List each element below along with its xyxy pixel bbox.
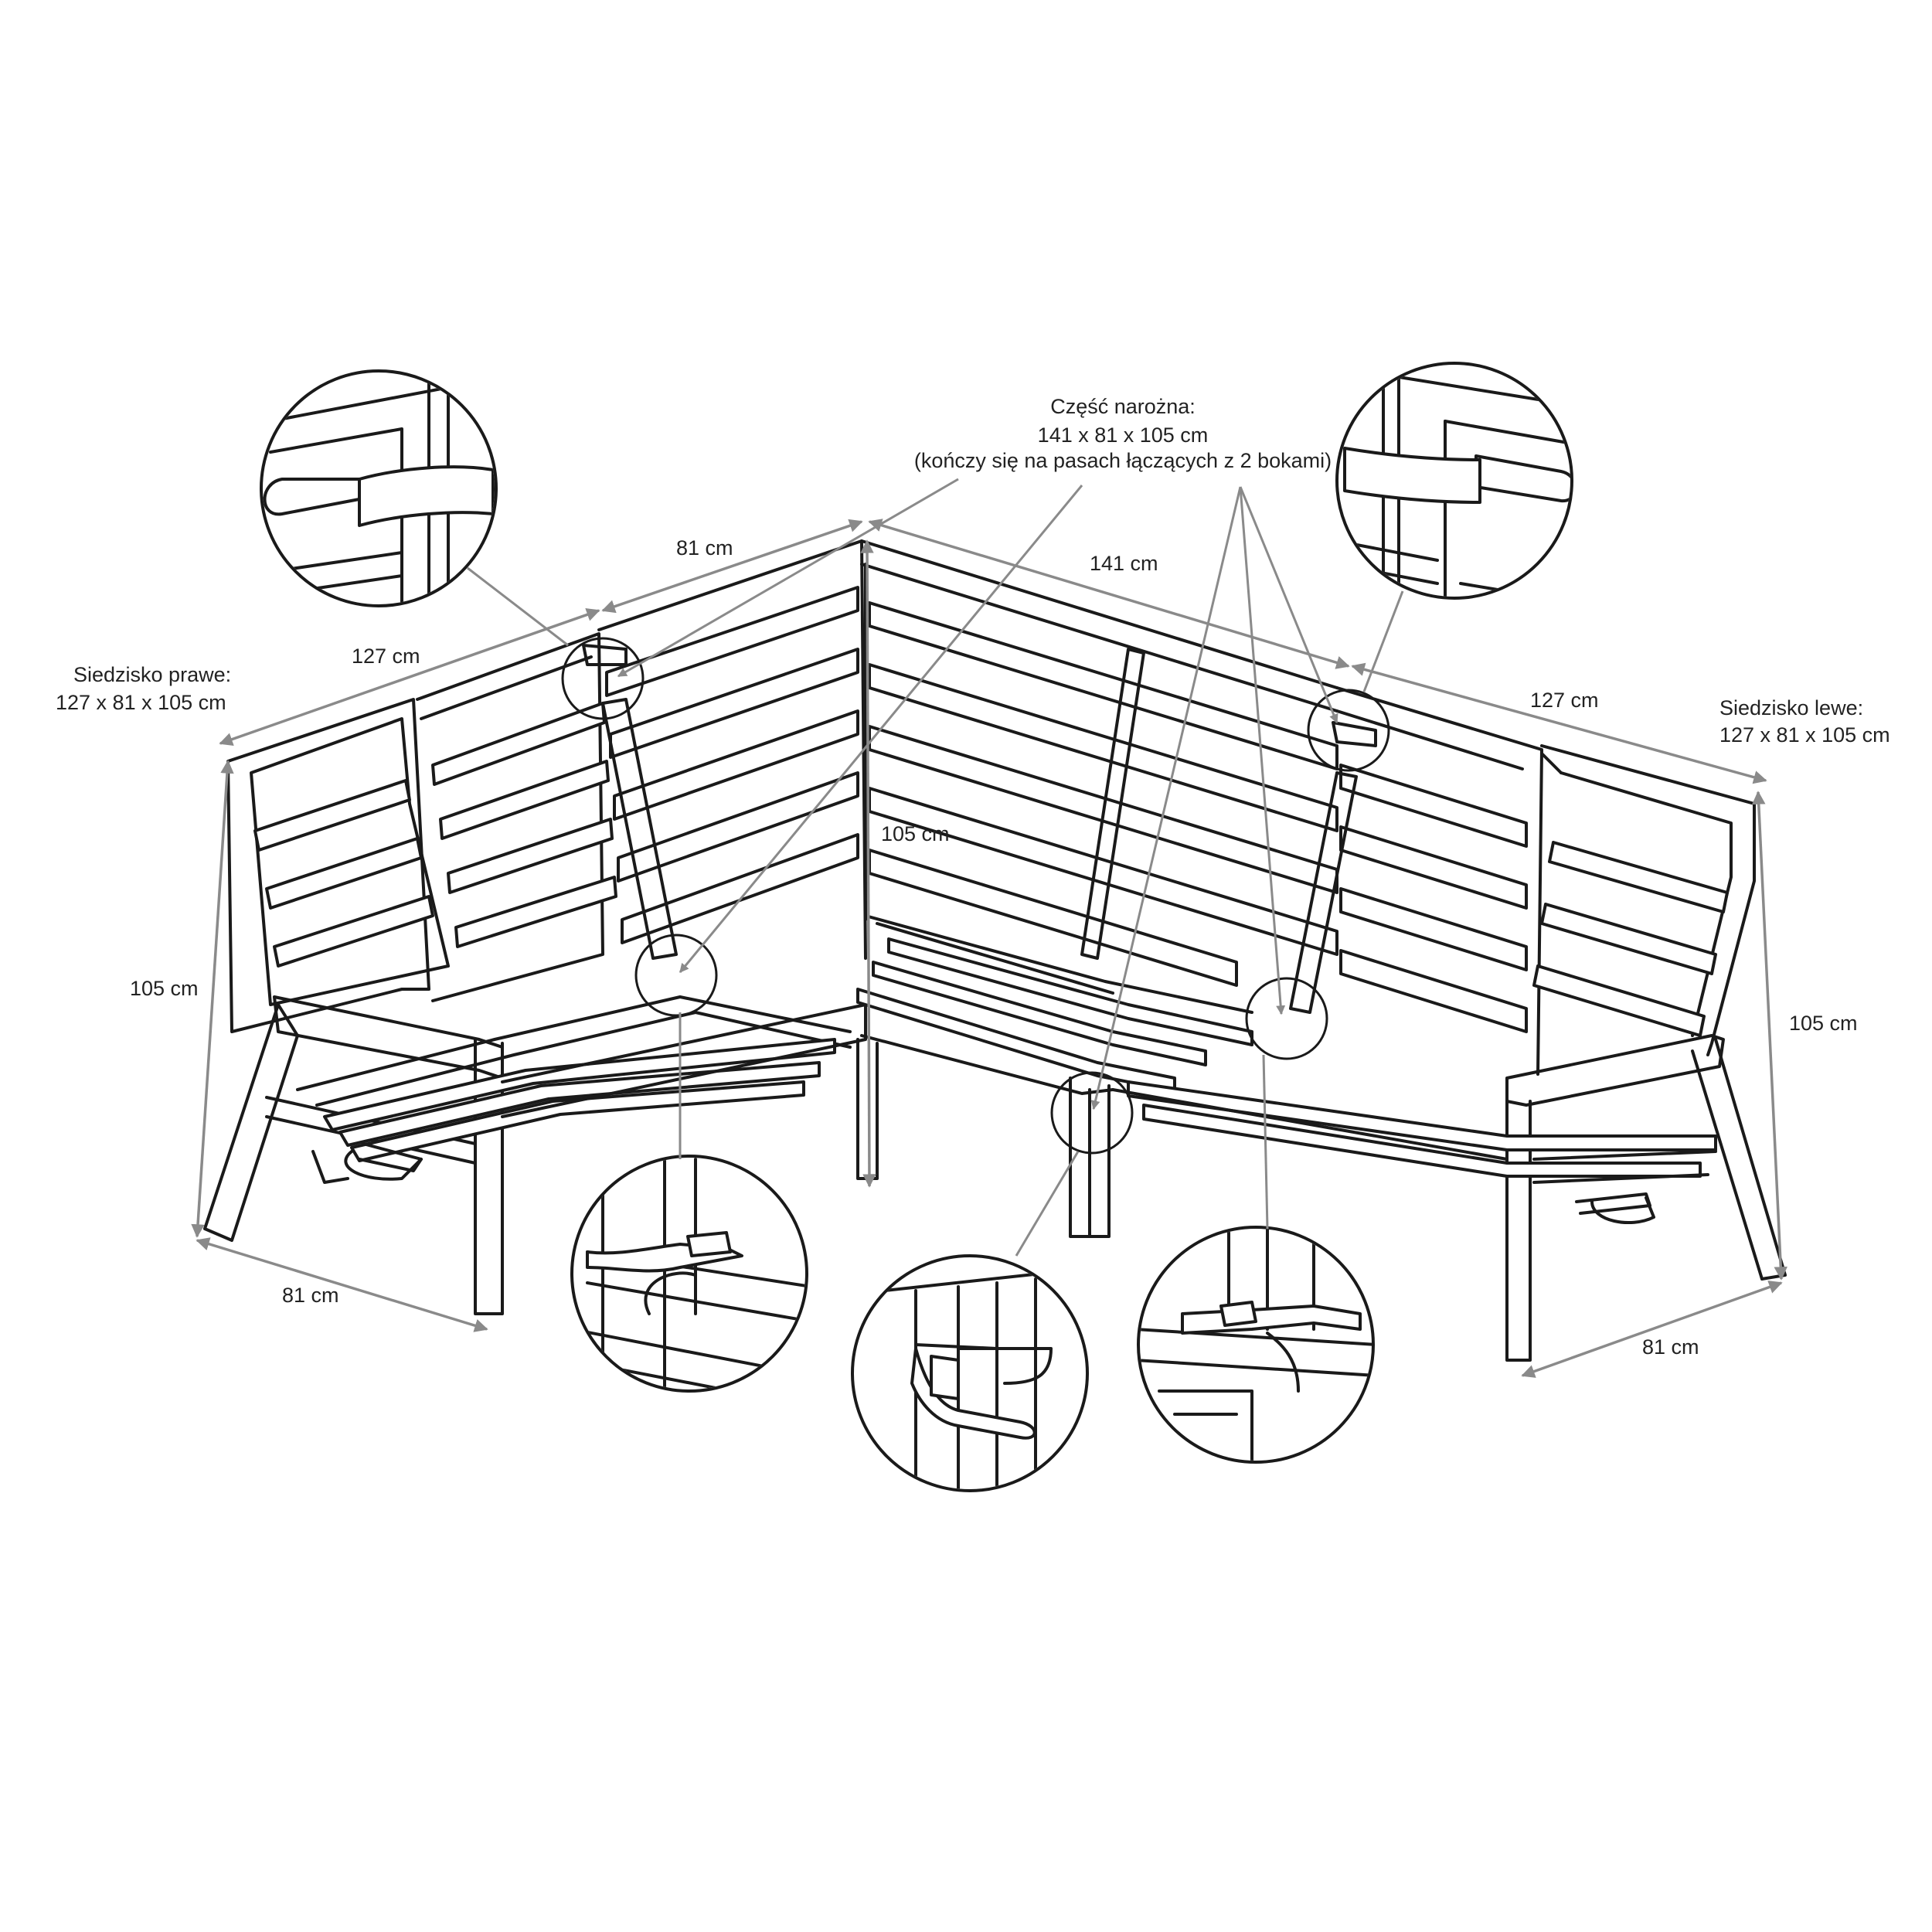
corner-size-label: 141 x 81 x 105 cm [1038,423,1209,447]
sofa-frame [203,539,1787,1362]
corner-note-label: (kończy się na pasach łączących z 2 boka… [914,449,1332,472]
zoom-bubble-bottom-left [570,1155,808,1393]
corner-title-label: Część narożna: [1050,395,1196,418]
dim-left-seat-width-label: 127 cm [1530,689,1599,712]
zoom-bubble-bottom-middle [851,1254,1089,1492]
dim-back-left-depth-label: 81 cm [676,536,733,560]
dim-corner-height-label: 105 cm [881,822,950,845]
dimension-lines [191,519,1787,1378]
right-seat-module [203,632,879,1315]
left-seat-module [582,644,1787,1362]
dim-left-height-label: 105 cm [1789,1012,1858,1035]
zoom-bubble-bottom-right [1137,1226,1375,1464]
zoom-bubble-top-right [1335,362,1573,600]
joint-marker-seat-left [634,934,718,1017]
dim-left-depth-label: 81 cm [1642,1335,1699,1359]
dim-right-height-label: 105 cm [130,977,199,1000]
left-seat-size-label: 127 x 81 x 105 cm [1719,723,1890,747]
right-seat-size-label: 127 x 81 x 105 cm [56,691,226,714]
left-seat-title-label: Siedzisko lewe: [1719,696,1863,719]
dim-right-depth-label: 81 cm [282,1284,339,1307]
corner-module [597,539,1338,1238]
joint-marker-seat-right [1245,977,1328,1060]
right-seat-title-label: Siedzisko prawe: [73,663,231,686]
joint-marker-front-post [1050,1071,1134,1155]
zoom-bubble-top-left [260,369,498,607]
dim-back-corner-width-label: 141 cm [1090,552,1158,575]
dim-right-seat-width-label: 127 cm [352,645,420,668]
text-labels: Część narożna: 141 x 81 x 105 cm (kończy… [56,395,1890,1359]
